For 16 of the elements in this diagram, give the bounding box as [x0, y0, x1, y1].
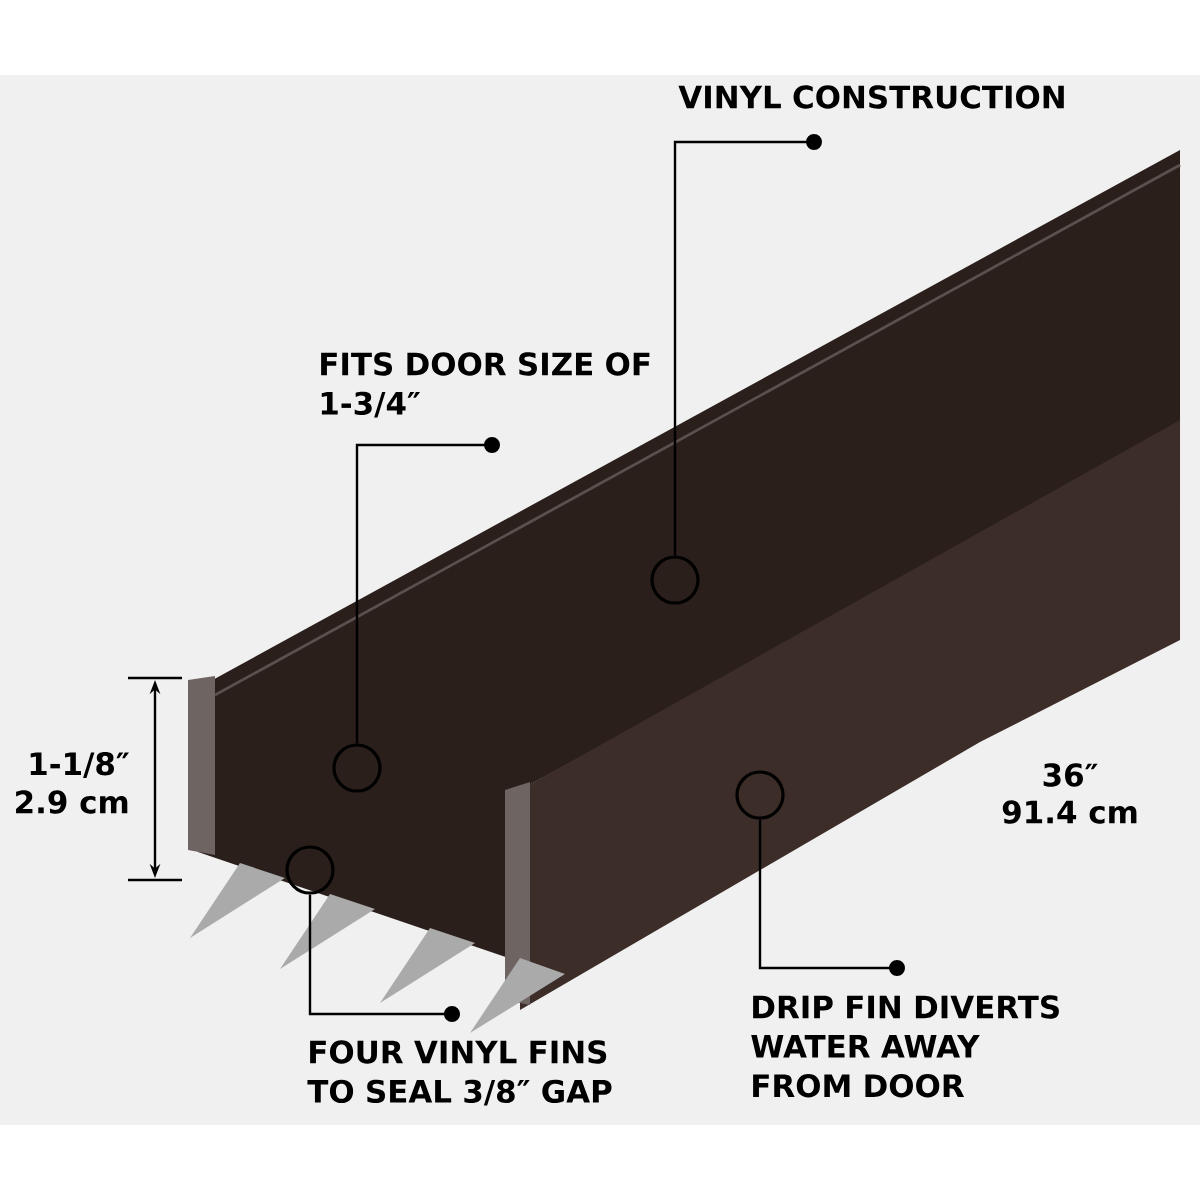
callout-text: DRIP FIN DIVERTS WATER AWAY FROM DOOR [751, 995, 1059, 1098]
highlight-circle [735, 770, 785, 820]
callout-text: VINYL CONSTRUCTION [678, 85, 1064, 109]
dimension-label: 36″ [1043, 763, 1098, 787]
leader-line [758, 819, 905, 976]
leader-line [355, 437, 500, 744]
callout-text: FITS DOOR SIZE OF 1-3/4″ [321, 352, 650, 418]
dimension-label: 91.4 cm [1002, 800, 1137, 824]
highlight-circle [650, 555, 700, 605]
leader-line [673, 134, 822, 556]
dimension-label: 1-1/8″ [30, 752, 129, 778]
highlight-circle [332, 743, 382, 793]
callout-text: FOUR VINYL FINS TO SEAL 3/8″ GAP [307, 1040, 612, 1106]
leader-line [308, 894, 460, 1022]
highlight-circle [285, 845, 335, 895]
dimension-label: 2.9 cm [16, 790, 128, 814]
